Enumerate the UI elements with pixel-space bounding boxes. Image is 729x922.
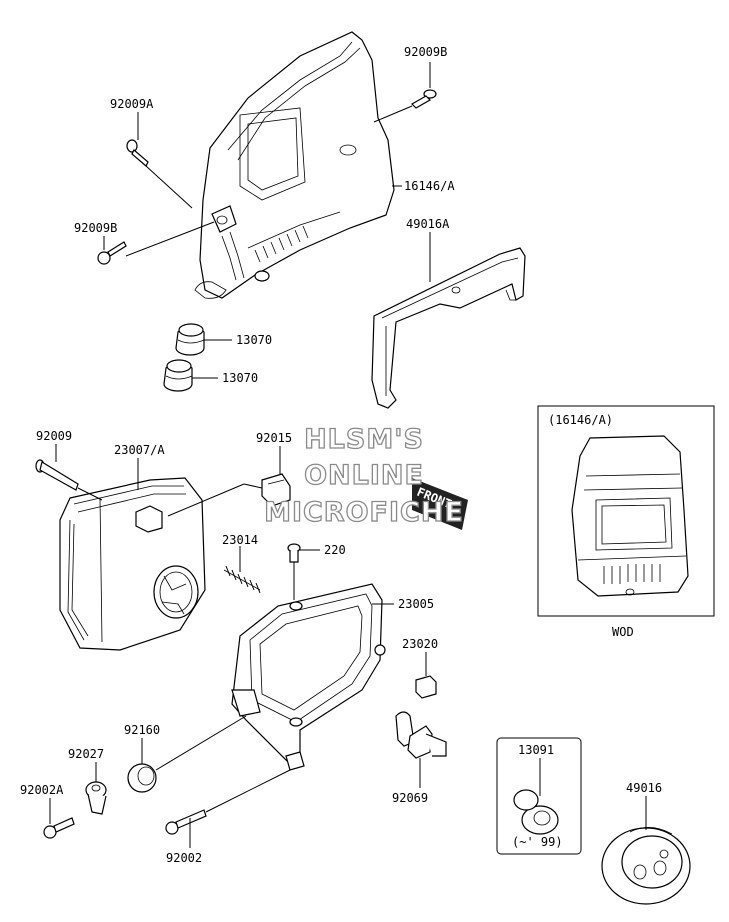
screw-220 xyxy=(287,543,301,563)
wod-inset-ref: (16146/A) xyxy=(548,413,613,427)
collar-92027 xyxy=(85,781,107,815)
headlight-cover-part xyxy=(194,31,395,299)
part-labels: 92009B 92009A 16146/A 92009B 49016A 1307… xyxy=(20,45,662,865)
label-92009B-mid: 92009B xyxy=(74,221,117,235)
nut-23020 xyxy=(415,675,437,699)
wod-inset-box xyxy=(537,405,715,617)
label-92002: 92002 xyxy=(166,851,202,865)
label-23005: 23005 xyxy=(398,597,434,611)
label-49016A: 49016A xyxy=(406,217,450,231)
inset-note-99: (~' 99) xyxy=(512,835,563,849)
bolt-92009A xyxy=(126,139,149,167)
bulb-92069 xyxy=(395,711,447,759)
watermark-line-3: MICROFICHE xyxy=(264,497,464,528)
label-13070-upper: 13070 xyxy=(236,333,272,347)
label-49016: 49016 xyxy=(626,781,662,795)
headlight-unit xyxy=(59,477,206,651)
bolt-92009B-mid xyxy=(97,241,127,265)
headlight-frame-23005 xyxy=(231,583,386,771)
label-16146A: 16146/A xyxy=(404,179,455,193)
label-23020: 23020 xyxy=(402,637,438,651)
label-23014: 23014 xyxy=(222,533,258,547)
label-92002A: 92002A xyxy=(20,783,64,797)
label-92009A: 92009A xyxy=(110,97,154,111)
bolt-92009 xyxy=(35,459,79,491)
spring-23014 xyxy=(223,565,261,594)
bolt-92002A xyxy=(43,817,75,839)
clip-92015 xyxy=(261,473,291,507)
cap-49016 xyxy=(601,827,691,905)
bolt-92009B-top xyxy=(411,89,437,109)
label-92009B-top: 92009B xyxy=(404,45,447,59)
grommet-13070-lower xyxy=(163,359,193,392)
label-92015: 92015 xyxy=(256,431,292,445)
label-92160: 92160 xyxy=(124,723,160,737)
label-92009: 92009 xyxy=(36,429,72,443)
grommet-92160 xyxy=(127,763,157,793)
inset-13091-box xyxy=(496,737,582,855)
watermark: HLSM'S ONLINE MICROFICHE xyxy=(263,423,464,528)
bracket-49016A xyxy=(371,247,526,409)
watermark-line-1: HLSM'S xyxy=(304,424,424,455)
grommet-13070-upper xyxy=(175,323,205,356)
leader-lines xyxy=(49,62,647,848)
label-23007A: 23007/A xyxy=(114,443,165,457)
label-13070-lower: 13070 xyxy=(222,371,258,385)
label-92069: 92069 xyxy=(392,791,428,805)
label-220: 220 xyxy=(324,543,346,557)
label-13091: 13091 xyxy=(518,743,554,757)
bolt-92002 xyxy=(165,809,207,835)
watermark-line-2: ONLINE xyxy=(304,460,424,491)
wod-inset-caption: WOD xyxy=(612,625,634,639)
label-92027: 92027 xyxy=(68,747,104,761)
